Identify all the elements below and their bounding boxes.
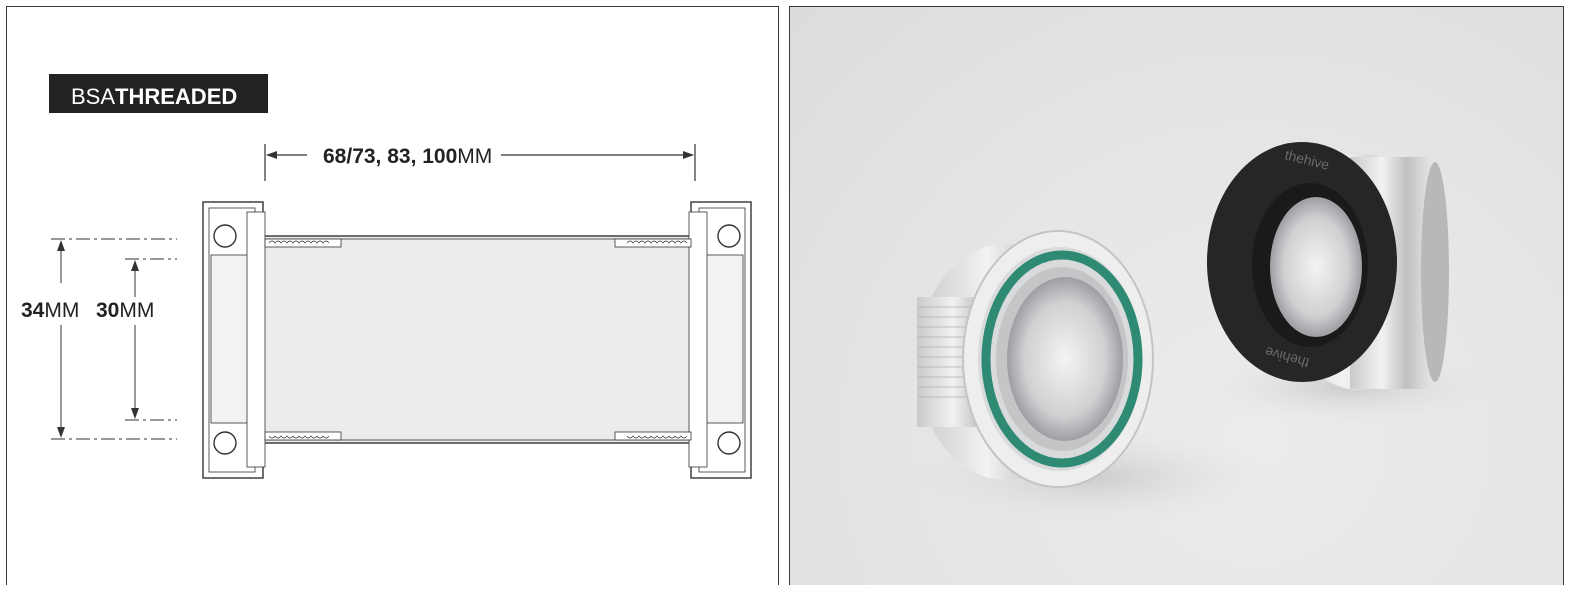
green-seal — [981, 250, 1143, 468]
product-photo-panel: thehive thehive — [789, 6, 1564, 585]
shell-width-dimension — [264, 144, 696, 181]
bottom-bracket-cups-photo: thehive thehive — [900, 142, 1500, 527]
black-bearing-cup: thehive thehive — [1207, 142, 1449, 390]
inner-diameter-dimension — [125, 258, 177, 421]
silver-bearing-cup — [917, 230, 1154, 488]
inner-diameter-label: 30MM — [96, 299, 154, 322]
diagram-panel: BSATHREADED 68/73, 83, 100MM 34MM — [6, 6, 779, 585]
outer-diameter-label: 34MM — [21, 299, 79, 322]
shell-width-label: 68/73, 83, 100MM — [323, 145, 492, 168]
bsa-threaded-badge — [49, 74, 268, 113]
outer-diameter-dimension — [51, 238, 177, 440]
bracket-cross-section — [202, 201, 752, 479]
badge-text: BSATHREADED — [71, 84, 237, 109]
bottom-bracket-diagram: BSATHREADED 68/73, 83, 100MM 34MM — [21, 74, 752, 479]
